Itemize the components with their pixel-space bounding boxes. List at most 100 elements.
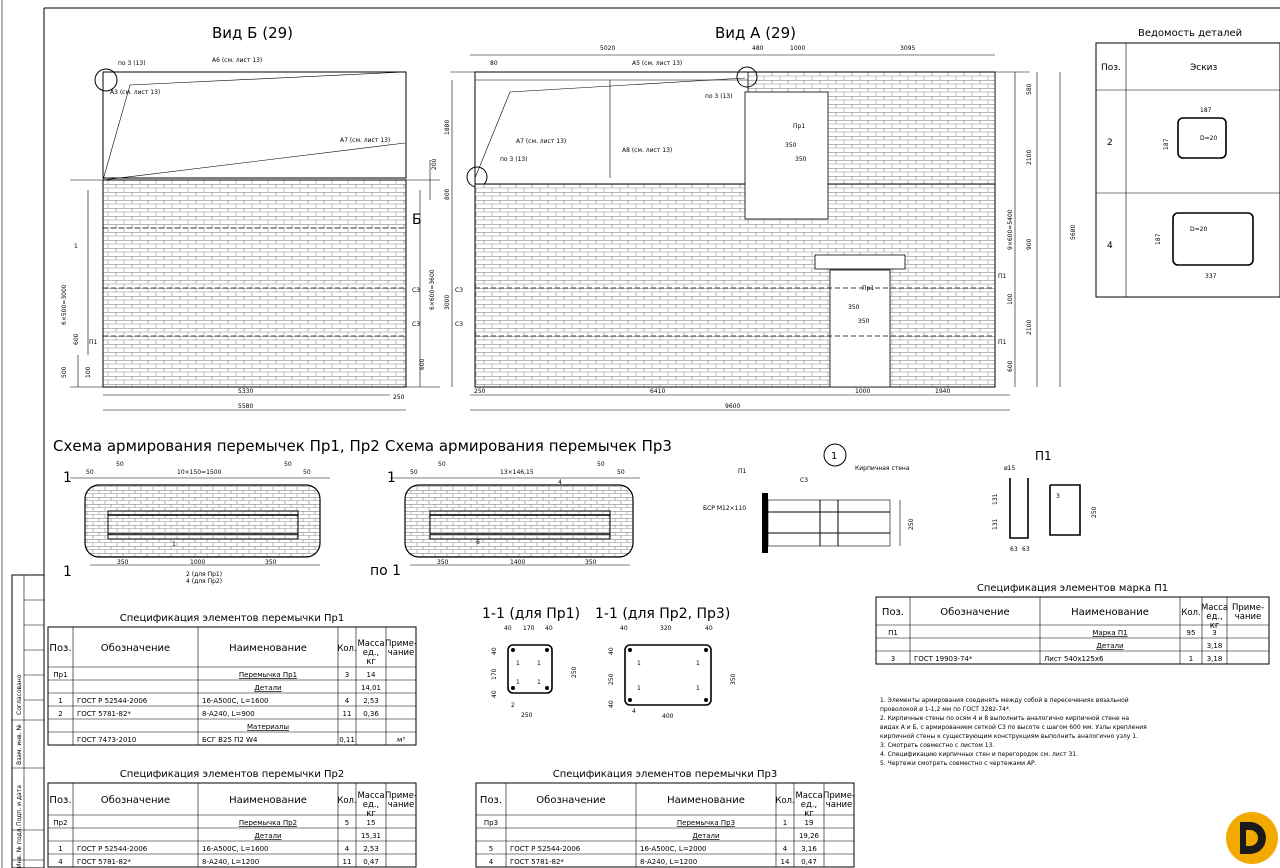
spec-header: Поз.: [480, 795, 502, 806]
dim-label: D=20: [1190, 226, 1207, 233]
dim-label: 250: [521, 712, 533, 719]
callout: П1: [998, 273, 1007, 280]
dim-label: 350: [730, 673, 737, 685]
spec-cell: ГОСТ Р 52544-2006: [510, 845, 581, 853]
details-row-pos: 4: [1107, 241, 1113, 251]
spec-cell: 14,01: [361, 684, 381, 692]
spec-header: Приме-: [385, 791, 417, 801]
spec-cell: 2: [58, 710, 62, 718]
spec-cell: 2,53: [363, 697, 379, 705]
callout: 6: [476, 539, 480, 546]
dim-label: 187: [1200, 107, 1212, 114]
spec-header: чание: [388, 648, 415, 658]
dim-label: 5680: [1070, 225, 1077, 240]
spec-cell: 3: [345, 671, 349, 679]
callout: П1: [738, 468, 747, 475]
note-line: кирпичной стены к существующим конструкц…: [880, 733, 1138, 740]
callout: по 3 (13): [705, 93, 733, 100]
spec-cell: м³: [397, 736, 405, 744]
spec-cell: 4: [58, 858, 63, 866]
dim-label: 350: [858, 318, 870, 325]
dim-label: 40: [545, 625, 553, 632]
callout: А7 (см. лист 13): [516, 138, 566, 145]
spec-header: Наименование: [229, 795, 307, 806]
section-mark: Б: [412, 212, 422, 228]
callout: 1: [172, 541, 176, 548]
scheme-pr12: Схема армирования перемычек Пр1, Пр2 1 5…: [53, 437, 380, 585]
spec-cell: ГОСТ 5781-82*: [77, 858, 131, 866]
callout: С3: [455, 287, 463, 294]
spec-header: Кол.: [337, 644, 356, 654]
spec-header: ед.,: [1206, 612, 1223, 622]
spec-table-p1: Спецификация элементов марка П1Поз.Обозн…: [875, 583, 1270, 665]
dim-label: 100: [1007, 293, 1014, 305]
dim-label: 320: [660, 625, 672, 632]
spec-cell: ГОСТ 7473-2010: [77, 736, 136, 744]
dim-label: 50: [116, 461, 124, 468]
callout: 2: [511, 702, 515, 709]
spec-cell: 8-А240, L=1200: [202, 858, 259, 866]
spec-header: Приме-: [385, 639, 417, 649]
dim-label: 350: [437, 559, 449, 566]
spec-header: Наименование: [1071, 607, 1149, 618]
section-mark: 1: [387, 470, 396, 486]
callout: П1: [998, 339, 1007, 346]
spec-table-pr3: Спецификация элементов перемычки Пр3Поз.…: [475, 769, 855, 868]
spec-table-pr1: Спецификация элементов перемычки Пр1Поз.…: [47, 613, 417, 746]
p1-title: П1: [1035, 449, 1052, 463]
spec-table-pr2: Спецификация элементов перемычки Пр2Поз.…: [47, 769, 417, 868]
dim-label: ø15: [1004, 465, 1015, 472]
spec-title: Спецификация элементов перемычки Пр2: [120, 769, 344, 780]
window-opening: [744, 91, 829, 220]
dim-label: 1000: [855, 388, 870, 395]
dim-label: 170: [523, 625, 535, 632]
spec-title: Спецификация элементов перемычки Пр3: [553, 769, 777, 780]
callout: С3: [455, 321, 463, 328]
details-col-pos: Поз.: [1101, 63, 1121, 73]
callout: 1: [516, 660, 520, 667]
node-marker-circle: [94, 68, 118, 92]
spec-cell: 16-А500С, L=1600: [202, 845, 269, 853]
dim-label: 250: [474, 388, 486, 395]
spec-cell: 5: [345, 819, 349, 827]
brand-logo: [1226, 812, 1278, 864]
spec-cell: ГОСТ Р 52544-2006: [77, 845, 148, 853]
dim-label: 480: [752, 45, 764, 52]
note-line: 4. Спецификацию кирпичных стен и перегор…: [880, 751, 1078, 758]
spec-cell: ГОСТ 5781-82*: [510, 858, 564, 866]
callout: 1: [637, 660, 641, 667]
dim-label: 337: [1205, 273, 1217, 280]
stamp-agreed: Согласовано: [16, 674, 23, 715]
note-line: 1. Элементы армирования соединять между …: [880, 697, 1129, 704]
dim-label: 350: [585, 559, 597, 566]
detail-4-sketch: [1172, 212, 1254, 266]
dim-label: 50: [597, 461, 605, 468]
callout: 1: [637, 685, 641, 692]
sections: 1-1 (для Пр1) 1-1 (для Пр2, Пр3) 40 170 …: [482, 606, 737, 720]
callout: А5 (см. лист 13): [632, 60, 682, 67]
door-opening: [829, 269, 891, 388]
callout: 2 (для Пр1): [186, 571, 222, 578]
dim-label: 250: [908, 518, 915, 530]
scheme-pr12-title: Схема армирования перемычек Пр1, Пр2: [53, 437, 380, 455]
callout: 1: [537, 660, 541, 667]
spec-cell: Перемычка Пр3: [677, 819, 735, 827]
spec-header: Наименование: [229, 643, 307, 654]
spec-cell: 16-А500С, L=1600: [202, 697, 269, 705]
spec-cell: Пр3: [484, 819, 498, 827]
dim-label: 6×600=3600: [429, 269, 436, 310]
spec-header: чание: [1235, 612, 1262, 622]
dim-label: 40: [620, 625, 628, 632]
spec-header: Кол.: [1181, 608, 1200, 618]
spec-cell: ГОСТ 5781-82*: [77, 710, 131, 718]
callout: 4: [632, 708, 636, 715]
dim-label: 131: [992, 518, 999, 530]
dim-label: 350: [795, 156, 807, 163]
spec-cell: 4: [345, 845, 350, 853]
spec-header: Наименование: [667, 795, 745, 806]
dim-label: 50: [410, 469, 418, 476]
spec-cell: 3,18: [1207, 655, 1223, 663]
spec-cell: 15: [367, 819, 376, 827]
dim-label: 100: [85, 366, 92, 378]
dim-label: 40: [504, 625, 512, 632]
